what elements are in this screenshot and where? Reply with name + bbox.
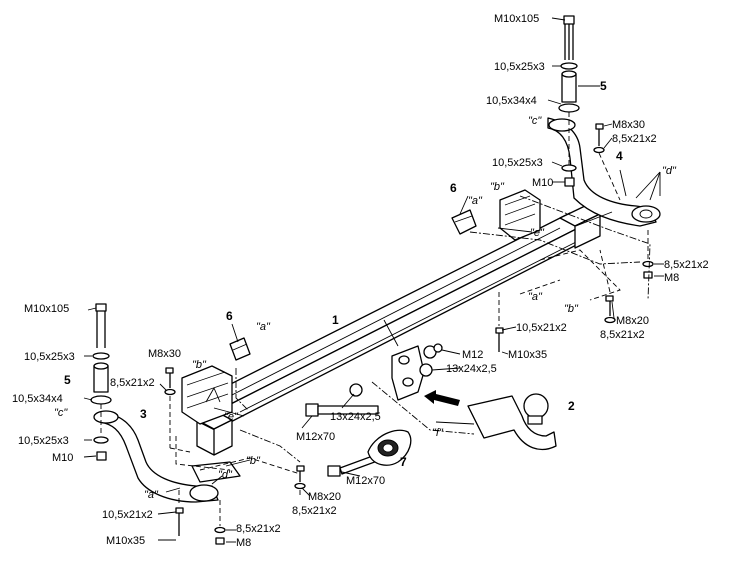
part-number-spacer-right: 5 bbox=[600, 79, 607, 93]
right-mount-plate bbox=[499, 189, 541, 241]
fastener-labels: M10x105 10,5x25x3 10,5x34x4 M8x30 8,5x21… bbox=[12, 13, 709, 549]
label-bolt-m12x70-upper: M12x70 bbox=[296, 431, 335, 443]
reference-markers: "a" "b" "c" "d" "e" "a" "b" "a" "b" "c" … bbox=[54, 115, 677, 501]
label-bolt-m8x30-left: M8x30 bbox=[148, 348, 181, 360]
label-washer-8-right-bottom: 8,5x21x2 bbox=[664, 259, 709, 271]
towball bbox=[467, 393, 557, 451]
marker-e-right: "e" bbox=[530, 227, 545, 239]
label-bolt-m8x30-right: M8x30 bbox=[612, 119, 645, 131]
label-nut-m12: M12 bbox=[462, 349, 483, 361]
marker-e-left: "e" bbox=[224, 411, 239, 423]
left-bolt-stack bbox=[90, 303, 112, 461]
right-clip bbox=[451, 209, 477, 235]
label-washer-10-left: 10,5x21x2 bbox=[102, 509, 153, 521]
label-washer-8-left-mid: 8,5x21x2 bbox=[292, 505, 337, 517]
label-bolt-m8x20-right: M8x20 bbox=[616, 315, 649, 327]
label-washer-8-left-bottom: 8,5x21x2 bbox=[236, 523, 281, 535]
right-bracket bbox=[547, 117, 661, 227]
marker-c-left: "c" bbox=[54, 407, 68, 419]
marker-a-right-mid: "a" bbox=[528, 291, 543, 303]
leader-lines bbox=[83, 17, 664, 543]
label-washer-right-top: 10,5x25x3 bbox=[494, 61, 545, 73]
label-bolt-m10x35-center: M10x35 bbox=[508, 349, 547, 361]
label-washer-10-center: 10,5x21x2 bbox=[516, 322, 567, 334]
label-washer-8-left: 8,5x21x2 bbox=[110, 377, 155, 389]
label-washer-lower-right: 10,5x25x3 bbox=[492, 157, 543, 169]
label-nut-m8-right: M8 bbox=[664, 272, 679, 284]
label-bolt-m10x105-left: M10x105 bbox=[24, 303, 69, 315]
marker-f-center: "f" bbox=[432, 427, 444, 439]
part-number-left-bracket: 3 bbox=[140, 407, 147, 421]
marker-d-left: "d" bbox=[218, 469, 233, 481]
label-bolt-m10x35-left: M10x35 bbox=[106, 535, 145, 547]
label-nut-m8-left: M8 bbox=[236, 537, 251, 549]
marker-b-right-top: "b" bbox=[490, 181, 505, 193]
part-number-crossbar: 1 bbox=[332, 313, 339, 327]
label-bolt-m12x70-lower: M12x70 bbox=[346, 475, 385, 487]
part-number-clip-right: 6 bbox=[450, 181, 457, 195]
marker-b-left-top: "b" bbox=[192, 359, 207, 371]
marker-b-right-mid: "b" bbox=[564, 303, 579, 315]
right-bolt-stack bbox=[558, 15, 580, 187]
marker-a-left-bottom: "a" bbox=[144, 489, 159, 501]
socket-plate bbox=[367, 429, 412, 466]
marker-a-right-top: "a" bbox=[468, 195, 483, 207]
part-number-socket-plate: 7 bbox=[400, 455, 407, 469]
part-number-labels: 1 2 3 4 5 5 6 6 7 bbox=[64, 79, 623, 469]
label-nut-m10-right: M10 bbox=[532, 177, 553, 189]
crossbar bbox=[194, 205, 601, 456]
label-washer-thick-left: 10,5x34x4 bbox=[12, 393, 63, 405]
marker-d-right: "d" bbox=[662, 165, 677, 177]
right-small-fasteners bbox=[593, 123, 654, 324]
label-bolt-m10x105-right: M10x105 bbox=[494, 13, 539, 25]
label-bolt-m8x20-left: M8x20 bbox=[308, 491, 341, 503]
label-washer-lower-left: 10,5x25x3 bbox=[18, 435, 69, 447]
part-number-right-bracket: 4 bbox=[616, 149, 623, 163]
label-washer-left-top: 10,5x25x3 bbox=[24, 351, 75, 363]
dashed-guides bbox=[169, 195, 651, 498]
label-washer-thick-right: 10,5x34x4 bbox=[486, 95, 537, 107]
center-mount bbox=[391, 292, 504, 401]
marker-a-left-top: "a" bbox=[256, 321, 271, 333]
marker-b-left-bottom: "b" bbox=[246, 455, 261, 467]
label-nut-m10-left: M10 bbox=[52, 452, 73, 464]
left-small-fasteners bbox=[164, 367, 306, 545]
label-washer-8-right-mid: 8,5x21x2 bbox=[600, 329, 645, 341]
insertion-arrow bbox=[424, 390, 460, 406]
marker-c-right: "c" bbox=[528, 115, 542, 127]
left-clip bbox=[229, 337, 251, 361]
label-washer-13-right: 13x24x2,5 bbox=[446, 363, 497, 375]
label-washer-13-center: 13x24x2,5 bbox=[330, 411, 381, 423]
center-washers bbox=[349, 343, 443, 397]
label-washer-8-right-top: 8,5x21x2 bbox=[612, 133, 657, 145]
part-number-spacer-left: 5 bbox=[64, 373, 71, 387]
part-number-clip-left: 6 bbox=[226, 309, 233, 323]
part-number-towball: 2 bbox=[568, 399, 575, 413]
